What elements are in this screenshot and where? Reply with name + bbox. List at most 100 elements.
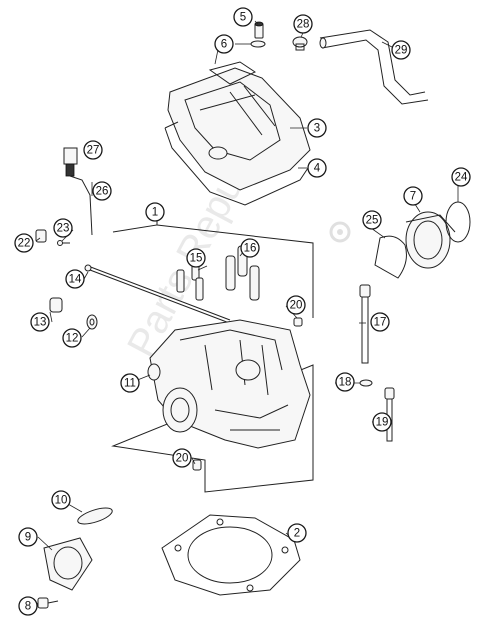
callout-label: 20 [176,453,189,465]
callout-circle [92,181,112,201]
callout-24: 24 [451,167,471,187]
callout-circle [30,312,50,332]
head-gasket [161,514,301,596]
callout-circle [391,40,411,60]
intake-flange [405,211,456,269]
callout-18: 18 [335,372,355,392]
callout-circle [451,167,471,187]
callout-22: 22 [14,233,34,253]
callout-10: 10 [51,490,71,510]
callout-circle [14,233,34,253]
callout-11: 11 [120,373,140,393]
callout-label: 1 [152,207,158,219]
callout-23: 23 [53,218,73,238]
callout-circle [62,328,82,348]
temperature-sensor [63,147,93,236]
callout-circle [186,248,206,268]
callout-15: 15 [186,248,206,268]
cylinder-head-frame [111,221,314,493]
callout-circle [287,523,307,543]
callout-26: 26 [92,181,112,201]
plug-20-lower [192,459,202,471]
valve-cover-gasket [164,121,311,206]
callout-5: 5 [233,7,253,27]
callout-label: 23 [57,223,70,235]
callout-12: 12 [62,328,82,348]
cover-washer [250,40,266,48]
callout-circle [286,295,306,315]
callout-circle [362,210,382,230]
callout-label: 14 [69,274,82,286]
washer-18 [359,379,373,387]
callout-label: 5 [240,12,246,24]
cover-screw [254,21,264,39]
callout-17: 17 [370,312,390,332]
plug [49,297,63,313]
callout-circle [83,140,103,160]
callout-27: 27 [83,140,103,160]
callout-label: 15 [190,253,203,265]
callout-circle [120,373,140,393]
callout-label: 12 [66,333,79,345]
cylinder-head [147,319,311,449]
callout-circle [233,7,253,27]
callout-label: 7 [410,191,416,203]
callout-label: 18 [339,377,352,389]
callout-3: 3 [307,118,327,138]
hose-clamp-24 [445,201,471,243]
callout-label: 11 [124,378,136,390]
long-stud [84,264,233,325]
callout-circle [370,312,390,332]
callout-circle [18,596,38,616]
callout-label: 20 [290,300,303,312]
gear-icon [329,221,351,243]
callout-label: 24 [455,172,468,184]
callout-label: 10 [55,495,68,507]
small-bolt [57,240,70,246]
callout-label: 9 [25,532,31,544]
callout-29: 29 [391,40,411,60]
callout-20: 20 [286,295,306,315]
exhaust-flange [43,537,93,591]
callout-circle [240,238,260,258]
exhaust-gasket [77,507,113,525]
callout-label: 13 [34,317,47,329]
callout-label: 6 [221,39,227,51]
valve-cover [167,61,311,191]
callout-label: 19 [376,417,389,429]
callout-1: 1 [145,202,165,222]
callout-circle [145,202,165,222]
callout-label: 26 [96,186,109,198]
callout-label: 27 [87,145,100,157]
breather-hose [319,29,429,105]
callout-20: 20 [172,448,192,468]
flange-screw [37,597,59,609]
callout-6: 6 [214,34,234,54]
callout-label: 17 [374,317,387,329]
callout-circle [293,14,313,34]
callout-label: 3 [314,123,320,135]
callout-circle [307,158,327,178]
callout-circle [307,118,327,138]
callout-group: 1234567891011121314151617181920202223242… [14,7,471,616]
callout-label: 16 [244,243,257,255]
callout-circle [403,186,423,206]
callout-19: 19 [372,412,392,432]
callout-8: 8 [18,596,38,616]
callout-13: 13 [30,312,50,332]
callout-4: 4 [307,158,327,178]
cylinder-bolt-19 [384,387,395,442]
callout-25: 25 [362,210,382,230]
callout-circle [372,412,392,432]
callout-circle [18,527,38,547]
callout-28: 28 [293,14,313,34]
callout-16: 16 [240,238,260,258]
callout-circle [214,34,234,54]
callout-label: 22 [18,238,31,250]
callout-circle [335,372,355,392]
callout-circle [53,218,73,238]
callout-circle [65,269,85,289]
callout-label: 28 [297,19,310,31]
plug-20-upper [293,317,303,327]
